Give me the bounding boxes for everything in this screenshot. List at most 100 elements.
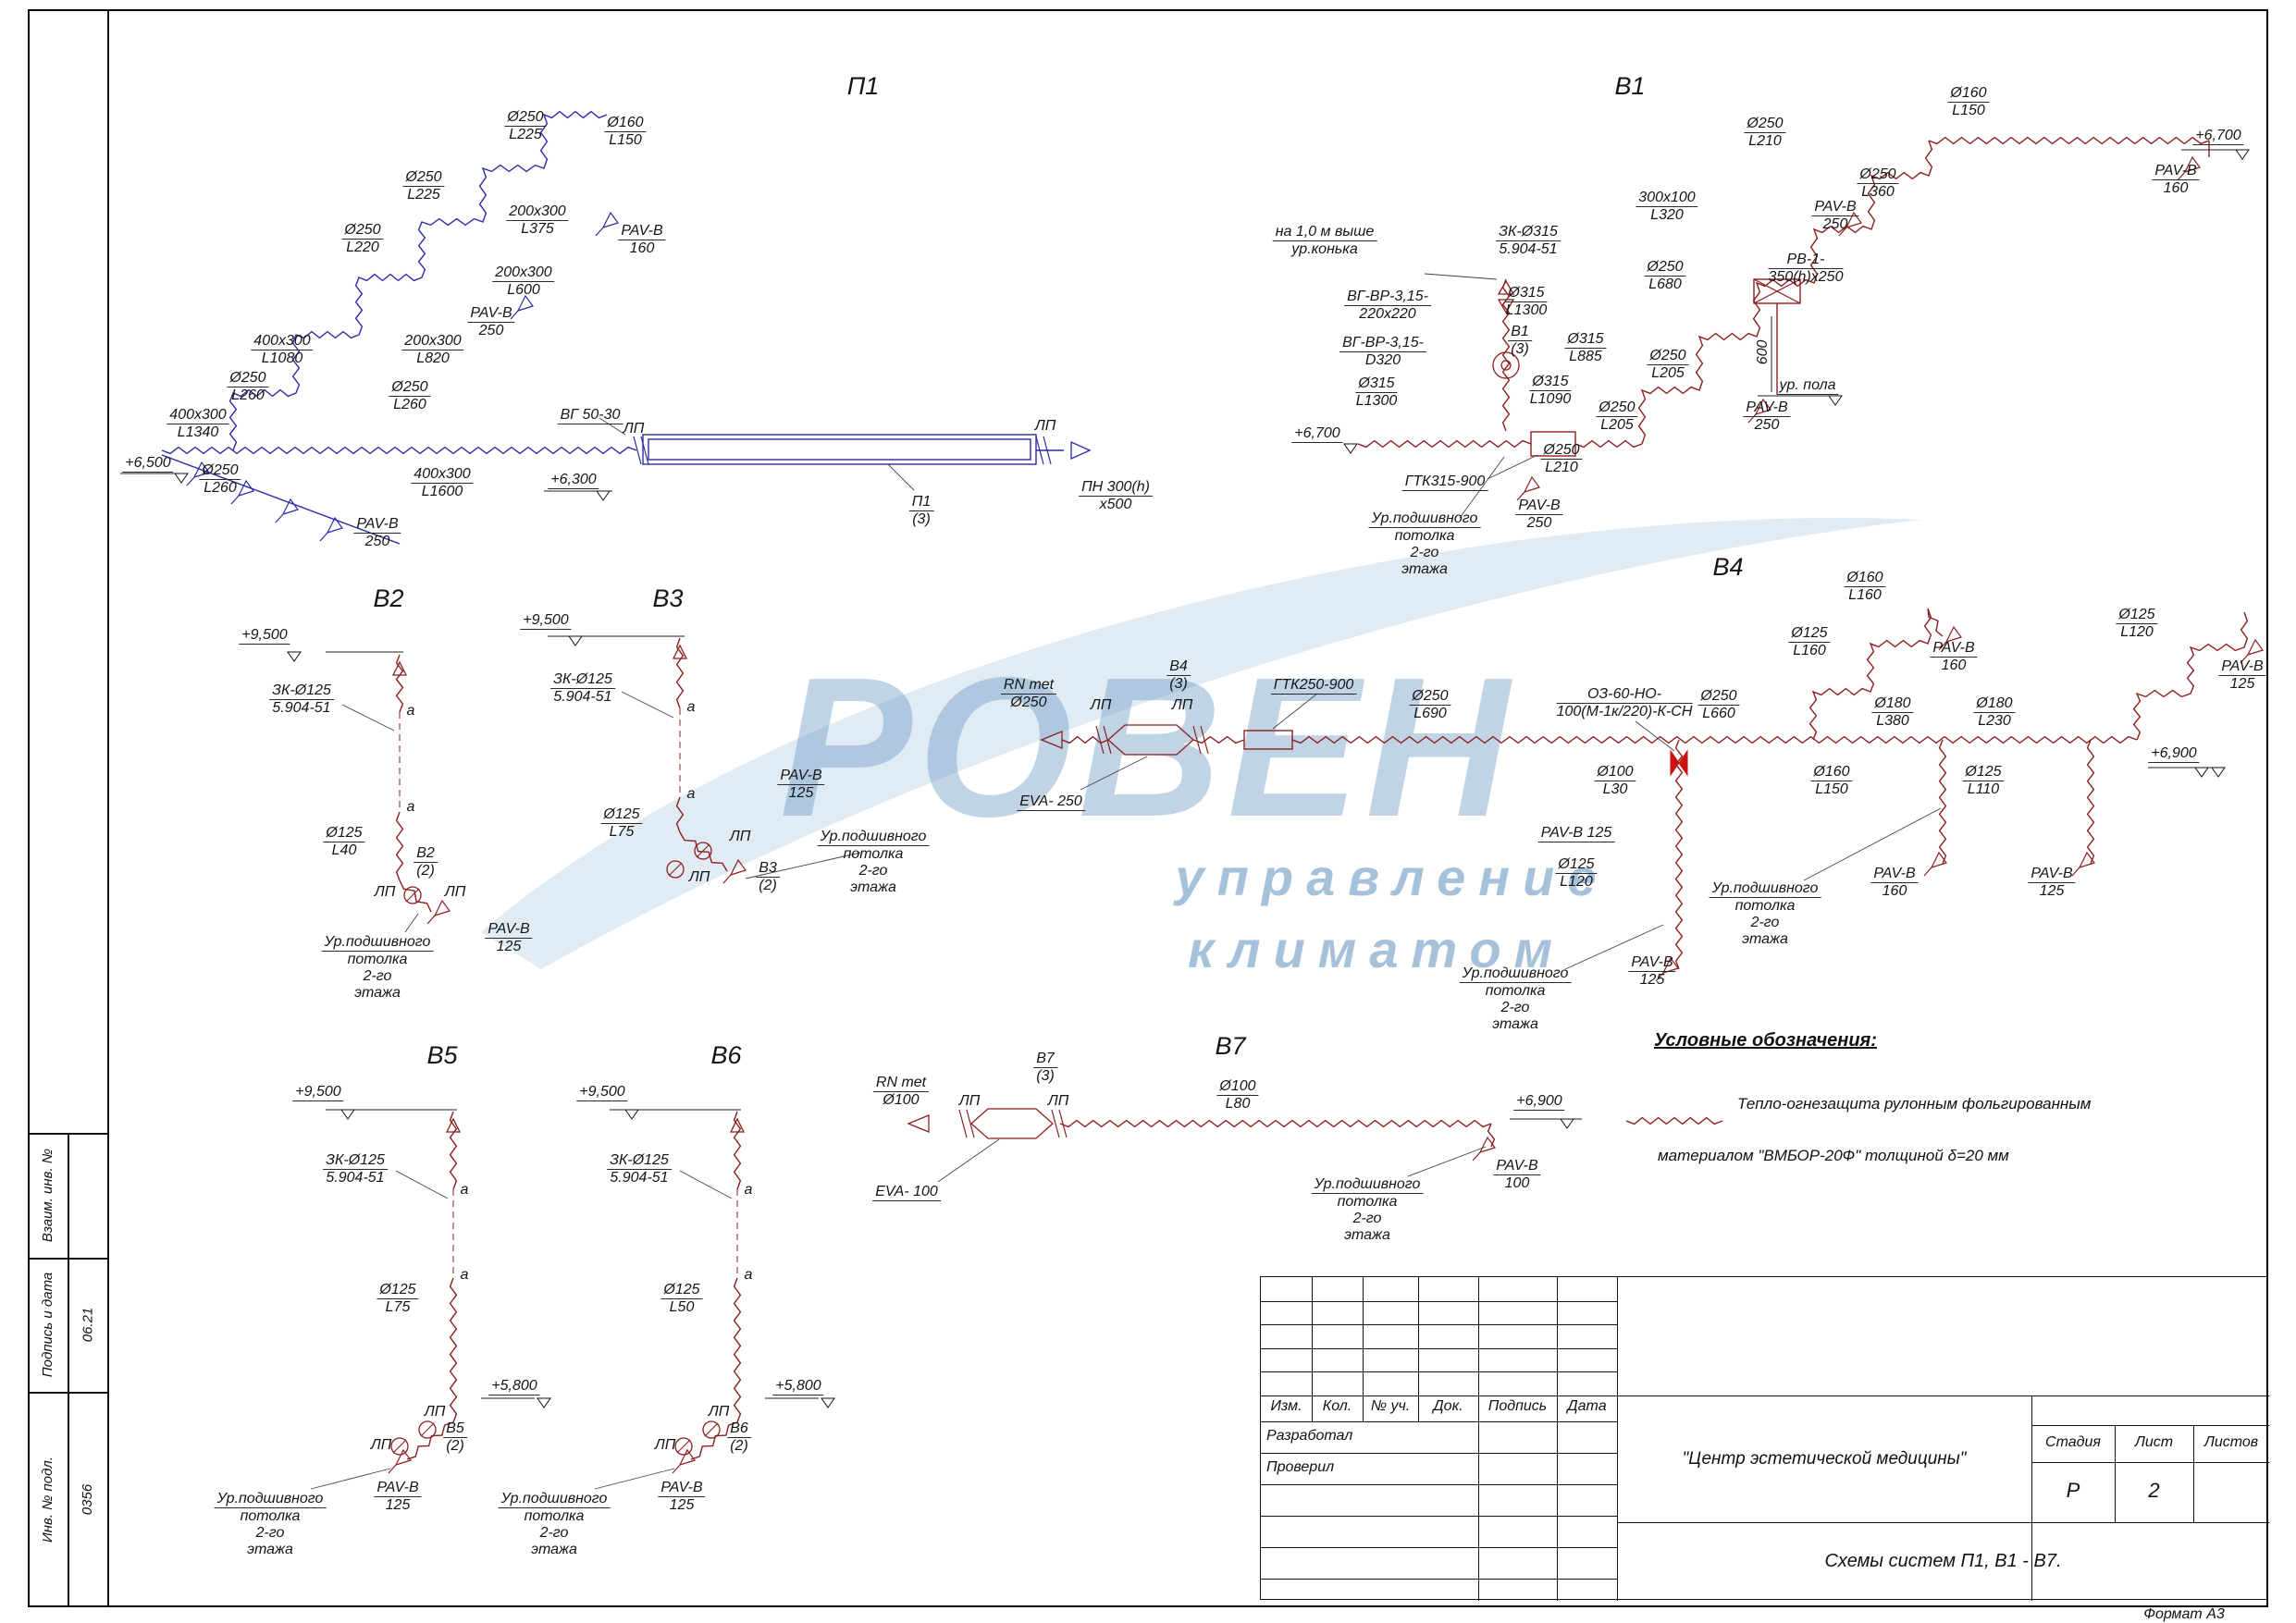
tb-col-data: Дата bbox=[1567, 1398, 1607, 1414]
stamp-date-value: 06.21 bbox=[79, 1307, 95, 1343]
watermark-text: РОВЕН bbox=[780, 635, 1515, 858]
scheme-v7-label: EVA- 100 bbox=[872, 1184, 941, 1201]
tb-project-title: "Центр эстетической медицины" bbox=[1682, 1448, 1967, 1469]
scheme-v1-title: В1 bbox=[1614, 72, 1646, 100]
scheme-v6-label: ЛП bbox=[654, 1437, 676, 1453]
scheme-v4-label: ГТК250-900 bbox=[1270, 677, 1357, 695]
tb-col-kol: Кол. bbox=[1322, 1398, 1352, 1414]
scheme-v4-label: В4(3) bbox=[1167, 658, 1191, 693]
scheme-v6-title: В6 bbox=[710, 1041, 742, 1069]
tb-developed-label: Разработал bbox=[1266, 1428, 1353, 1444]
annotation-lines bbox=[120, 149, 2250, 1490]
scheme-v6-label: +5,800 bbox=[772, 1378, 824, 1396]
scheme-v4-label: EVA- 250 bbox=[1017, 793, 1085, 811]
scheme-v5-label: В5(2) bbox=[443, 1420, 467, 1455]
scheme-p1-label: ЛП bbox=[1034, 418, 1056, 434]
scheme-v1-label: ВГ-ВР-3,15-220x220 bbox=[1344, 289, 1431, 323]
tb-sheet-value: 2 bbox=[2148, 1479, 2160, 1502]
scheme-p1-label: +6,300 bbox=[548, 472, 599, 489]
scheme-v5-label: ЛП bbox=[424, 1404, 446, 1420]
stamp-divider bbox=[68, 1133, 69, 1607]
scheme-p1-label: ПН 300(h)x500 bbox=[1079, 479, 1153, 513]
tb-drawing-title: Схемы систем П1, В1 - В7. bbox=[1824, 1551, 2062, 1571]
scheme-v6-label: a bbox=[744, 1182, 753, 1198]
tb-col-uch: № уч. bbox=[1370, 1398, 1411, 1414]
stamp-podpis-data-cell: Подпись и дата bbox=[28, 1258, 68, 1392]
scheme-v1-label: ГТК315-900 bbox=[1401, 473, 1488, 491]
scheme-v3-title: В3 bbox=[652, 584, 684, 612]
scheme-v2-title: В2 bbox=[373, 584, 404, 612]
tb-stage-value: Р bbox=[2066, 1479, 2080, 1502]
scheme-v7-title: В7 bbox=[1215, 1032, 1246, 1060]
stamp-podpis-data-label: Подпись и дата bbox=[40, 1272, 56, 1378]
scheme-v3-label: В3(2) bbox=[756, 860, 780, 894]
drawing-frame bbox=[28, 9, 2268, 1607]
scheme-v6-label: В6(2) bbox=[727, 1420, 751, 1455]
supply-system-lines bbox=[161, 110, 1092, 545]
tb-checked-label: Проверил bbox=[1266, 1459, 1335, 1475]
scheme-v5-label: +5,800 bbox=[488, 1378, 540, 1396]
scheme-p1-label: ВГ 50-30 bbox=[557, 407, 623, 424]
scheme-v5-label: +9,500 bbox=[292, 1084, 344, 1101]
stamp-inv-podl-label: Инв. № подл. bbox=[40, 1456, 56, 1543]
scheme-v4-label: ОЗ-60-НО-100(М-1к/220)-К-СН bbox=[1556, 686, 1693, 719]
watermark-text: климатом bbox=[1188, 920, 1565, 978]
scheme-v3-label: ЛП bbox=[729, 829, 751, 844]
watermark-text: управление bbox=[1173, 848, 1610, 906]
scheme-v1-label: В1(3) bbox=[1508, 324, 1532, 358]
format-note: Формат А3 bbox=[2143, 1606, 2225, 1622]
stamp-vzaim-inv-label: Взаим. инв. № bbox=[40, 1148, 56, 1243]
scheme-v3-label: ЛП bbox=[688, 869, 710, 885]
scheme-v5-label: a bbox=[460, 1182, 469, 1198]
scheme-v4-title: В4 bbox=[1712, 553, 1744, 581]
scheme-v4-label: PAV-B 125 bbox=[1537, 825, 1615, 842]
exhaust-system-lines bbox=[388, 136, 2264, 1474]
tb-col-dok: Док. bbox=[1433, 1398, 1463, 1414]
